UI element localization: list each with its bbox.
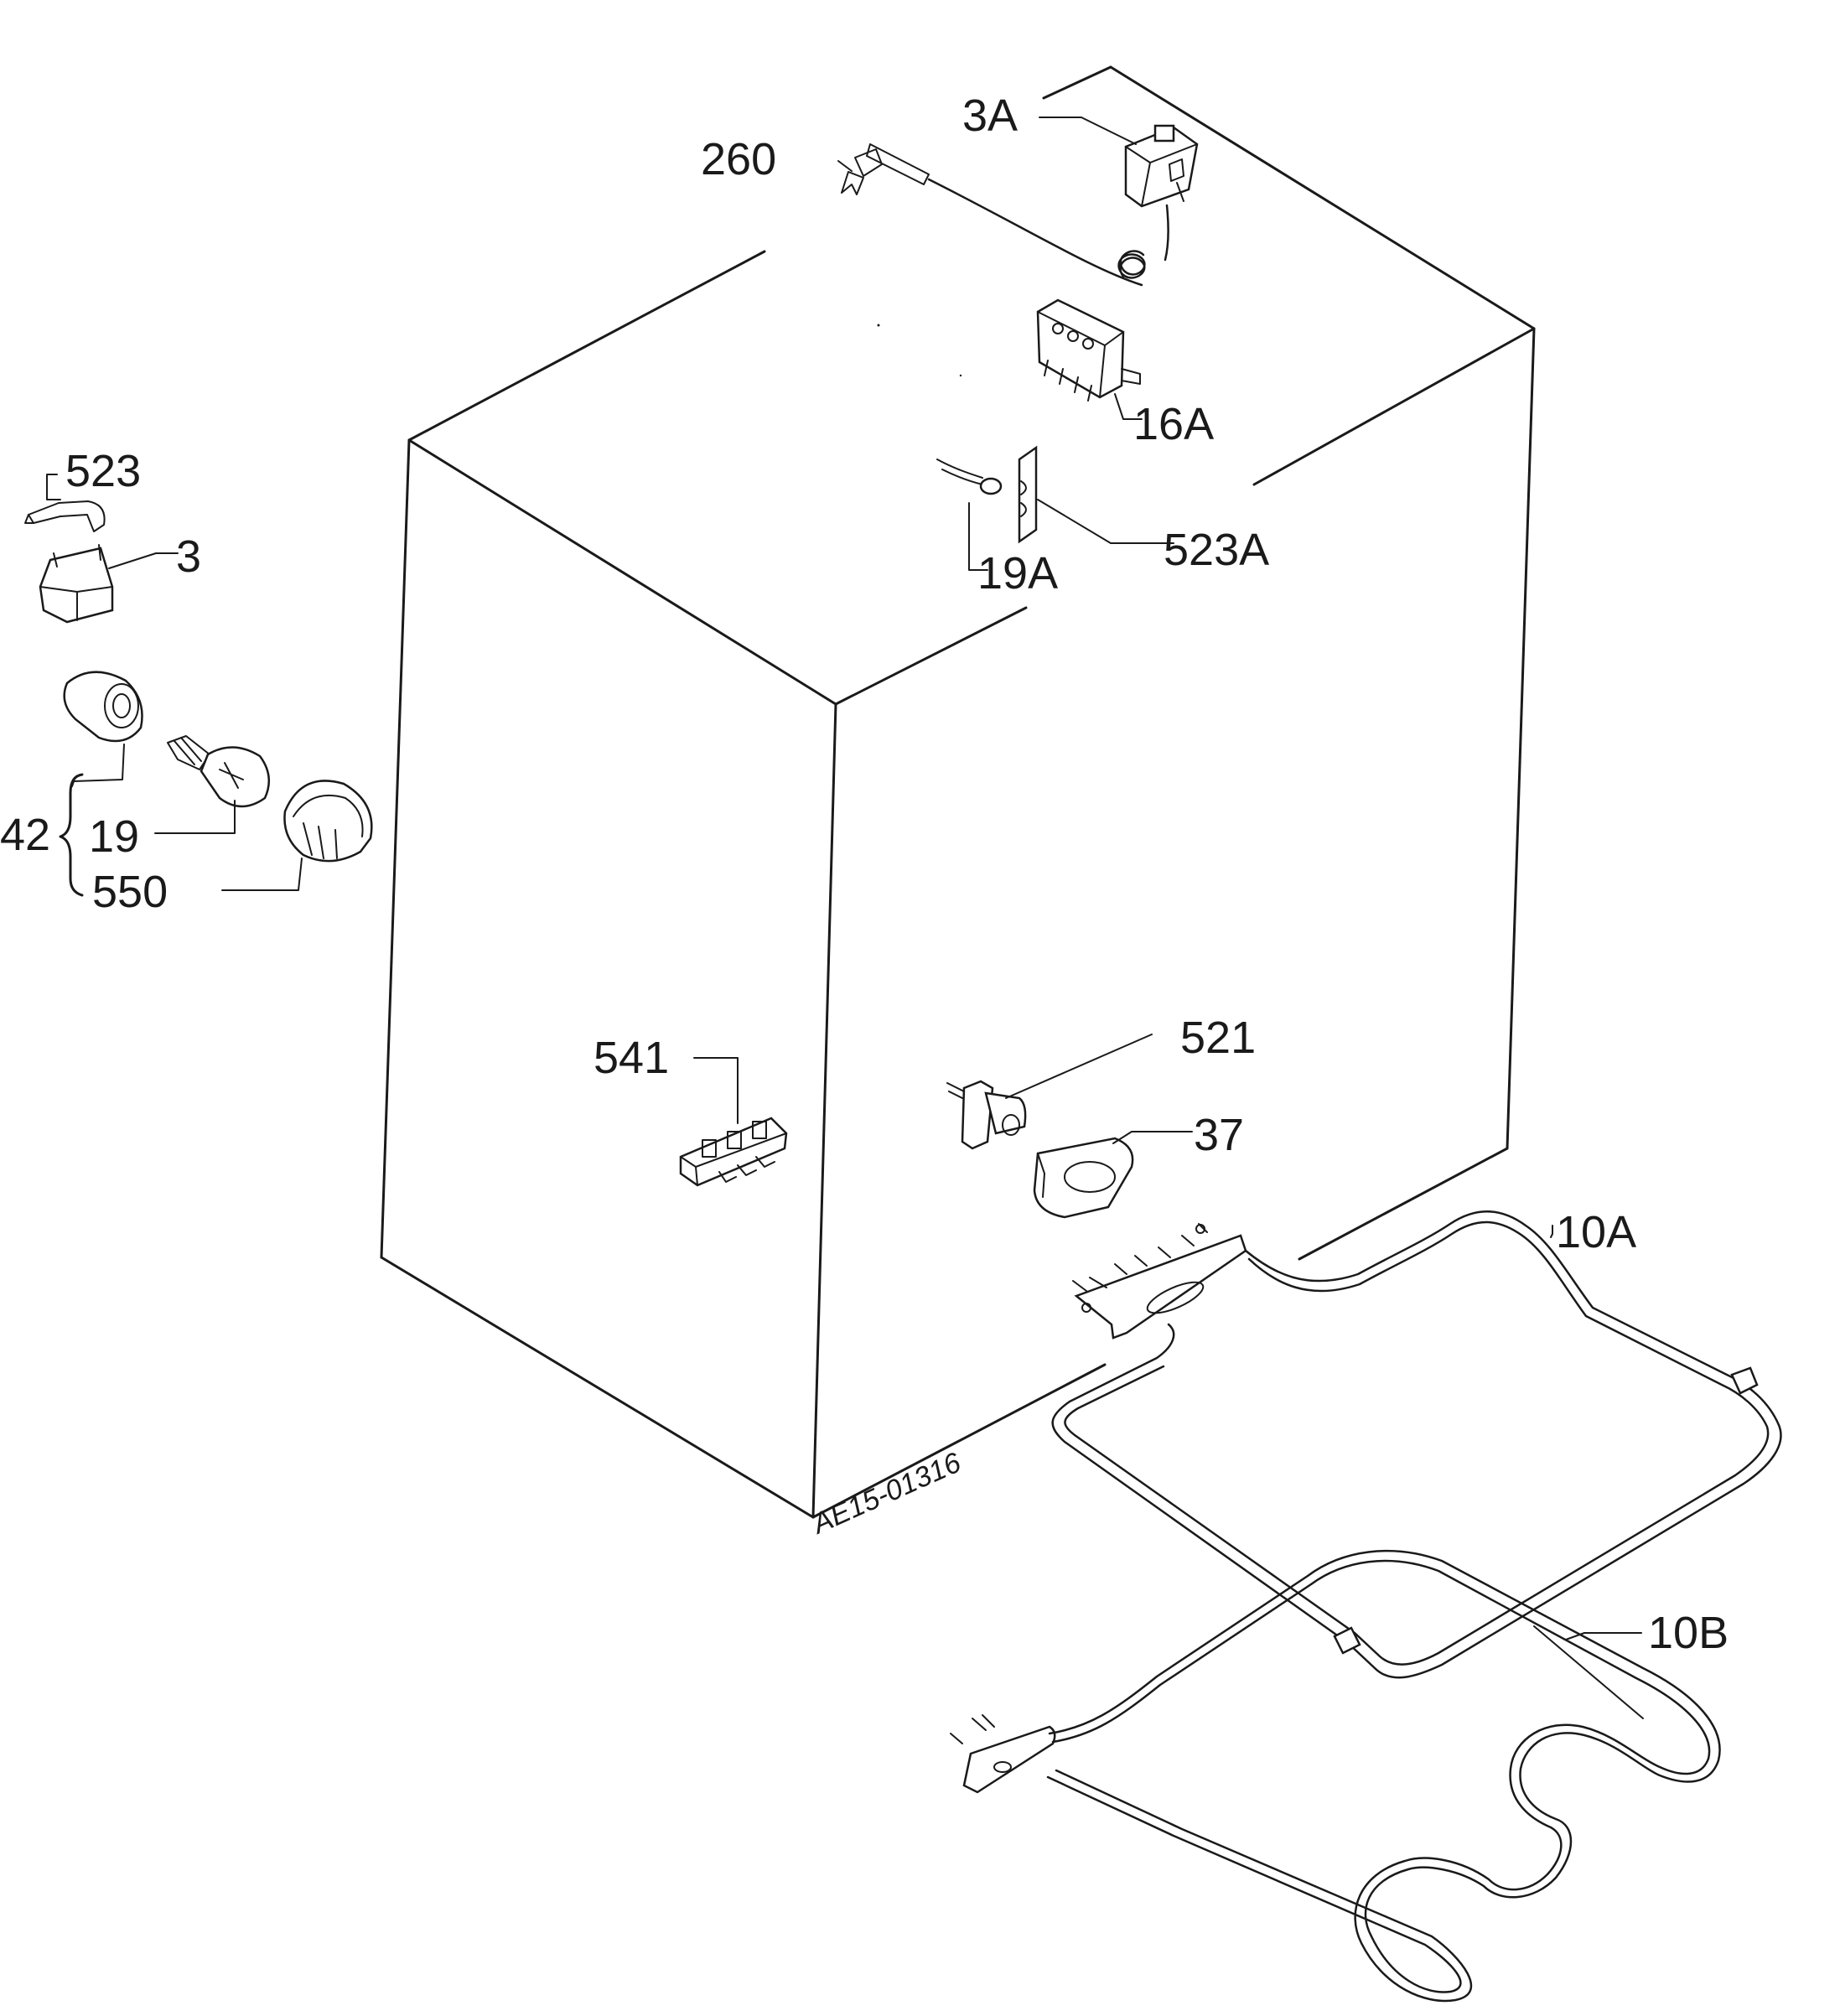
part-10A-top-heating-element — [1051, 1210, 1782, 1679]
cabinet-top-front-left-edge — [834, 606, 1028, 706]
cabinet-front-top-edge — [407, 438, 837, 706]
cabinet-top-front-right-edge — [1252, 327, 1536, 486]
oven-cabinet — [380, 65, 1536, 1519]
label-3A: 3A — [962, 91, 1018, 141]
drawing-reference-number: AE15-01316 — [806, 1447, 966, 1541]
label-37: 37 — [1194, 1110, 1244, 1160]
label-19: 19 — [89, 811, 139, 862]
part-3-thermostat-cutout — [39, 544, 114, 624]
part-10B-bottom-heating-element — [950, 1549, 1721, 2003]
part-3A-thermostat — [1124, 124, 1199, 208]
label-10A: 10A — [1556, 1207, 1636, 1257]
label-541: 541 — [593, 1033, 669, 1083]
leader-lines — [46, 117, 1642, 1640]
part-521-door-switch — [946, 1080, 1027, 1150]
part-19A-lamp-holder — [936, 459, 1003, 495]
group-brace-42 — [59, 773, 84, 897]
part-523A-bracket — [1018, 445, 1038, 544]
cabinet-top-back-left-edge — [407, 250, 766, 442]
cabinet-bottom-front-edge — [380, 1256, 815, 1519]
part-523-clip — [24, 500, 106, 532]
label-260: 260 — [701, 134, 776, 184]
label-42: 42 — [0, 810, 50, 860]
cabinet-bottom-right-edge — [811, 1363, 1107, 1519]
label-523: 523 — [65, 446, 141, 496]
label-550: 550 — [92, 867, 168, 917]
cabinet-front-vertical-edge — [811, 702, 837, 1519]
cabinet-top-right-edge — [1109, 65, 1536, 330]
cabinet-left-vertical-edge — [380, 438, 411, 1259]
label-10B: 10B — [1648, 1608, 1729, 1658]
label-523A: 523A — [1164, 525, 1269, 575]
part-260-thermostat-probe — [841, 143, 1169, 287]
part-550-lamp-cover — [283, 780, 373, 863]
label-521: 521 — [1180, 1013, 1256, 1063]
part-16A-selector-switch — [1036, 298, 1141, 402]
label-3: 3 — [176, 531, 201, 582]
label-16A: 16A — [1133, 399, 1214, 449]
part-541-terminal-block — [679, 1117, 788, 1187]
cabinet-right-vertical-edge — [1506, 327, 1536, 1150]
part-37-housing — [1033, 1137, 1134, 1219]
part-19-lamp-bulb — [167, 735, 271, 808]
part-labels: 260 3A 16A 523 3 523A 19A 42 19 550 541 … — [0, 91, 1729, 1658]
label-19A: 19A — [977, 548, 1058, 599]
cabinet-top-back-edge — [1042, 65, 1112, 100]
cabinet-bottom-back-edge — [1298, 1147, 1509, 1261]
part-42-lamp-socket — [63, 671, 143, 743]
